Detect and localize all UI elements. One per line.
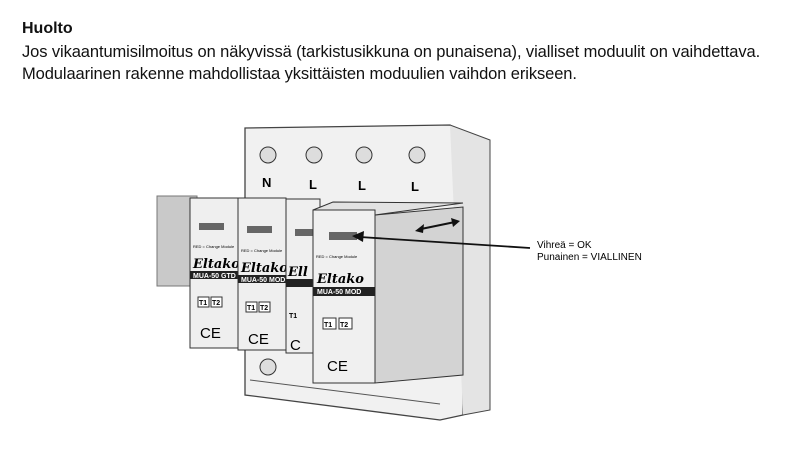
svg-text:Eltako: Eltako — [192, 257, 240, 272]
svg-text:T1: T1 — [247, 305, 255, 312]
svg-text:T1: T1 — [199, 300, 207, 307]
terminal-label: L — [411, 179, 419, 194]
terminal-screws — [259, 146, 426, 376]
svg-text:CE: CE — [327, 358, 348, 375]
svg-text:T1: T1 — [324, 322, 332, 329]
svg-text:T2: T2 — [260, 305, 268, 312]
terminal-label: L — [358, 178, 366, 193]
svg-text:CE: CE — [248, 331, 269, 348]
svg-text:MUA-50 MOD: MUA-50 MOD — [241, 277, 285, 284]
svg-text:RED = Change Module: RED = Change Module — [316, 254, 358, 259]
svg-text:CE: CE — [200, 325, 221, 342]
terminal-label: N — [262, 175, 271, 190]
svg-text:RED = Change Module: RED = Change Module — [193, 244, 235, 249]
status-window — [329, 232, 357, 240]
module-1: RED = Change Module Eltako MUA-50 GTD T1… — [189, 197, 240, 349]
module-2: RED = Change Module Eltako MUA-50 MOD T1… — [237, 197, 288, 351]
svg-text:T2: T2 — [212, 300, 220, 307]
annotation-fault: Punainen = VIALLINEN — [537, 252, 642, 263]
pointer-arrow — [352, 231, 531, 249]
section-heading: Huolto — [22, 20, 73, 37]
svg-text:T2: T2 — [340, 322, 348, 329]
svg-text:C: C — [290, 337, 301, 354]
svg-text:Ell: Ell — [287, 265, 308, 280]
terminal-label: L — [309, 177, 317, 192]
svg-text:MUA-50 GTD: MUA-50 GTD — [193, 273, 236, 280]
svg-text:MUA-50 MOD: MUA-50 MOD — [317, 289, 361, 296]
ground-screw — [259, 358, 277, 376]
double-arrow-icon — [415, 218, 460, 233]
section-paragraph: Jos vikaantumisilmoitus on näkyvissä (ta… — [22, 43, 761, 83]
svg-text:Eltako: Eltako — [316, 272, 364, 287]
module-4-pulled-out[interactable]: RED = Change Module Eltako MUA-50 MOD T1… — [312, 201, 464, 384]
annotation-ok: Vihreä = OK — [537, 240, 592, 251]
svg-text:RED = Change Module: RED = Change Module — [241, 248, 283, 253]
svg-text:T1: T1 — [289, 313, 297, 320]
svg-text:Eltako: Eltako — [240, 261, 288, 276]
